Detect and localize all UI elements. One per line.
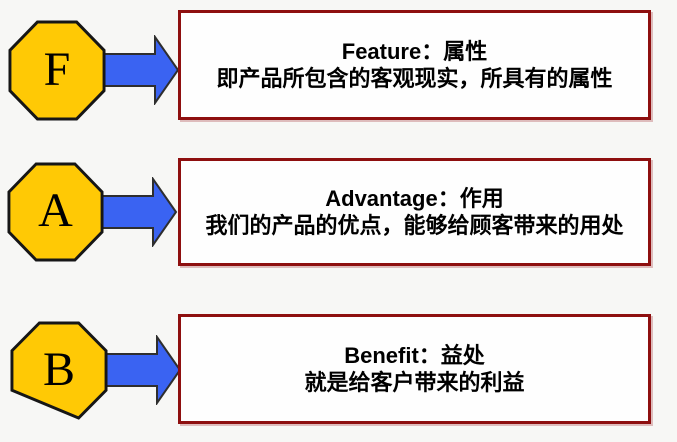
octagon-letter-b: B <box>42 342 75 396</box>
feature-box-title: Feature：属性 <box>341 39 488 64</box>
advantage-box-description: 我们的产品的优点，能够给顾客带来的用处 <box>205 213 624 238</box>
right-arrow-icon <box>100 335 182 405</box>
advantage-box-title: Advantage：作用 <box>325 186 504 211</box>
advantage-box: Advantage：作用 我们的产品的优点，能够给顾客带来的用处 <box>178 158 651 266</box>
octagon-f-badge: F <box>8 20 106 121</box>
octagon-a-badge: A <box>7 162 104 262</box>
octagon-icon <box>10 321 108 420</box>
octagon-b-badge: B <box>10 321 108 420</box>
benefit-box: Benefit：益处 就是给客户带来的利益 <box>178 314 651 424</box>
octagon-icon <box>8 20 106 121</box>
feature-box-description: 即产品所包含的客观现实，所具有的属性 <box>216 66 613 91</box>
benefit-box-description: 就是给客户带来的利益 <box>304 370 525 395</box>
feature-box: Feature：属性 即产品所包含的客观现实，所具有的属性 <box>178 10 651 120</box>
octagon-letter-f: F <box>43 42 71 96</box>
octagon-icon <box>7 162 104 262</box>
benefit-box-title: Benefit：益处 <box>344 343 485 368</box>
right-arrow-icon <box>98 35 180 105</box>
right-arrow-icon <box>96 177 178 247</box>
octagon-letter-a: A <box>38 184 73 237</box>
